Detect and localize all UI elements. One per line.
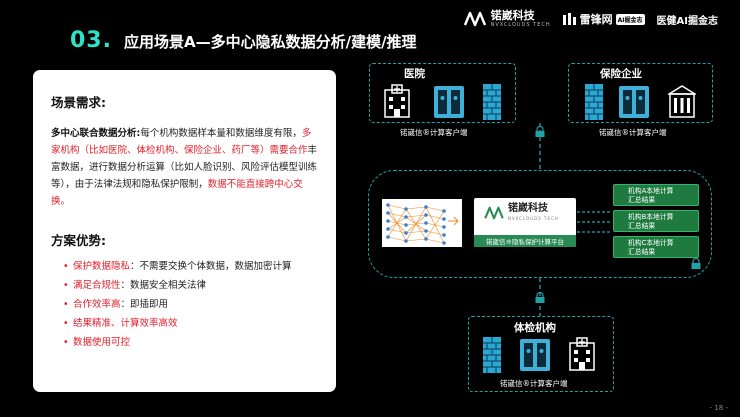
- result-line: 机构A本地计算: [628, 187, 698, 196]
- platform-bar: 锘崴信®隐私保护计算平台: [474, 235, 576, 247]
- firewall-icon: [483, 337, 501, 373]
- result-line: 机构C本地计算: [628, 239, 698, 248]
- result-line: 汇总结果: [628, 248, 698, 257]
- result-line: 汇总结果: [628, 222, 698, 231]
- exam-client-label: 锘崴信®计算客户端: [500, 378, 568, 389]
- platform-brand-en: NVXCLOUDS TECH: [508, 216, 559, 221]
- page-number: - 18 -: [710, 404, 728, 412]
- neural-network-icon: [382, 199, 462, 247]
- platform-brand: 锘崴科技: [508, 204, 559, 214]
- insurance-client-label: 锘崴信®计算客户端: [599, 127, 667, 138]
- insurance-label: 保险企业: [600, 66, 642, 81]
- result-box: 机构A本地计算 汇总结果: [613, 184, 699, 206]
- hospital-client-label: 锘崴信®计算客户端: [400, 127, 468, 138]
- platform-logo: 锘崴科技 NVXCLOUDS TECH: [484, 204, 559, 221]
- server-icon: [619, 86, 649, 118]
- hospital-label: 医院: [404, 66, 425, 81]
- insurance-building-icon: [668, 84, 696, 118]
- lock-icon: [534, 126, 546, 137]
- exam-label: 体检机构: [514, 320, 556, 335]
- brand-mark-icon: [484, 206, 504, 220]
- lock-icon: [534, 292, 546, 303]
- result-box: 机构B本地计算 汇总结果: [613, 210, 699, 232]
- server-icon: [520, 339, 550, 371]
- result-line: 机构B本地计算: [628, 213, 698, 222]
- hospital-building-icon: [383, 84, 411, 118]
- result-line: 汇总结果: [628, 196, 698, 205]
- server-icon: [434, 86, 464, 118]
- firewall-icon: [483, 84, 501, 120]
- result-box: 机构C本地计算 汇总结果: [613, 236, 699, 258]
- exam-building-icon: [568, 337, 596, 371]
- firewall-icon: [585, 84, 603, 120]
